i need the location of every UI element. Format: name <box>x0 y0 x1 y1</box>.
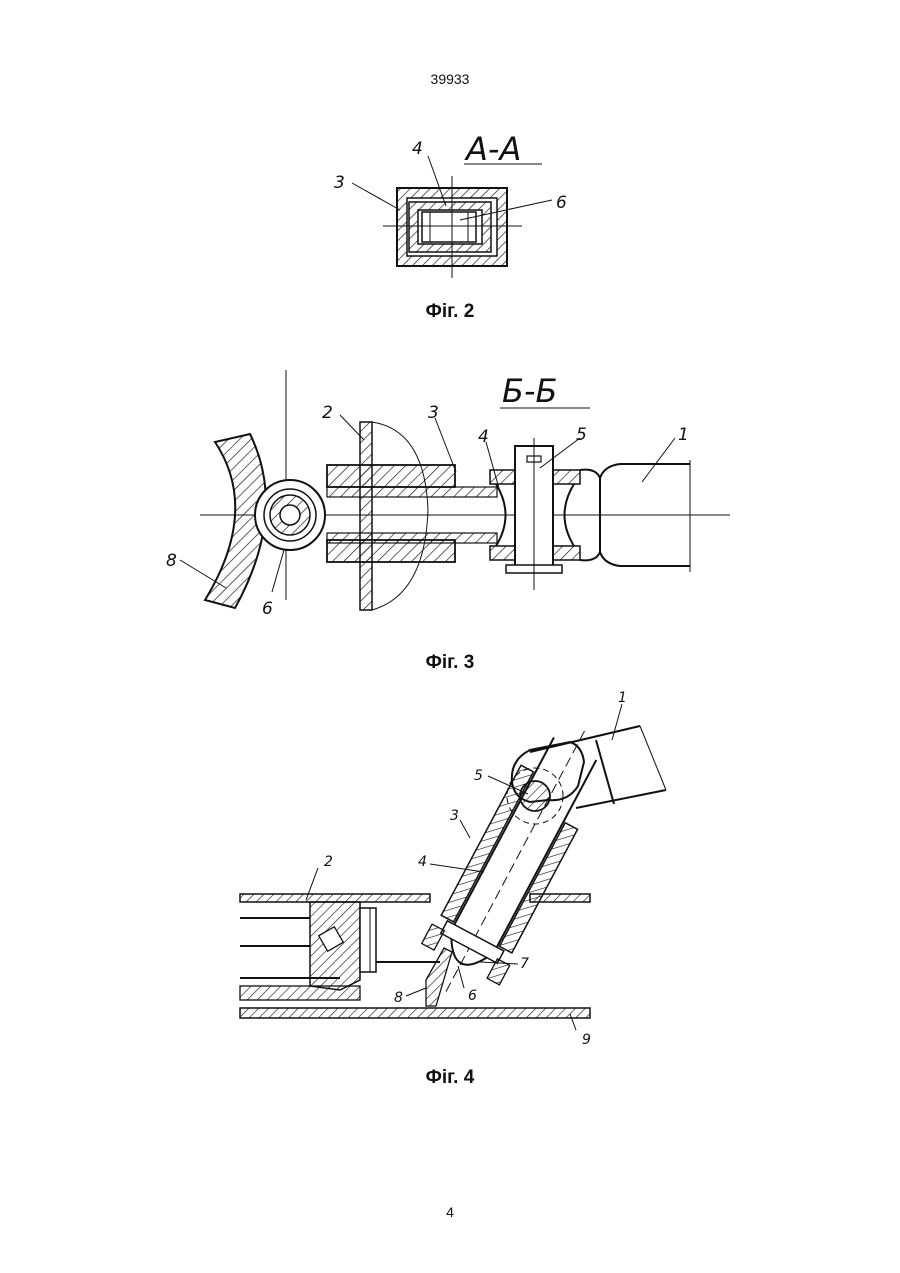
callout-4: 4 <box>478 427 489 447</box>
page-number: 4 <box>0 1204 900 1220</box>
callout-3: 3 <box>450 808 459 824</box>
callout-2: 2 <box>324 854 333 870</box>
figure-4-drawing: 1 5 3 4 2 7 8 6 9 <box>230 690 680 1060</box>
callout-6: 6 <box>556 193 567 213</box>
callout-6: 6 <box>468 988 477 1004</box>
callout-9: 9 <box>582 1032 591 1048</box>
section-label-b-b: Б-Б <box>502 372 557 410</box>
figure-2-caption: Фіг. 2 <box>0 301 900 323</box>
callout-3: 3 <box>428 403 439 423</box>
callout-4: 4 <box>412 139 423 159</box>
callout-6: 6 <box>262 599 273 619</box>
callout-5: 5 <box>576 425 587 445</box>
callout-7: 7 <box>520 956 529 972</box>
figure-3-drawing: Б-Б 2 3 4 5 1 8 6 <box>160 360 760 630</box>
callout-8: 8 <box>394 990 403 1006</box>
callout-8: 8 <box>166 551 177 571</box>
callout-4: 4 <box>418 854 427 870</box>
figure-4-caption: Фіг. 4 <box>0 1067 900 1089</box>
callout-2: 2 <box>322 403 333 423</box>
section-label-a-a: A-A <box>464 130 521 168</box>
callout-3: 3 <box>334 173 345 193</box>
callout-1: 1 <box>678 425 689 445</box>
callout-5: 5 <box>474 768 483 784</box>
callout-1: 1 <box>618 690 627 706</box>
document-header-number: 39933 <box>0 71 900 87</box>
figure-3-caption: Фіг. 3 <box>0 652 900 674</box>
figure-2-drawing: A-A 3 4 6 <box>320 120 620 290</box>
